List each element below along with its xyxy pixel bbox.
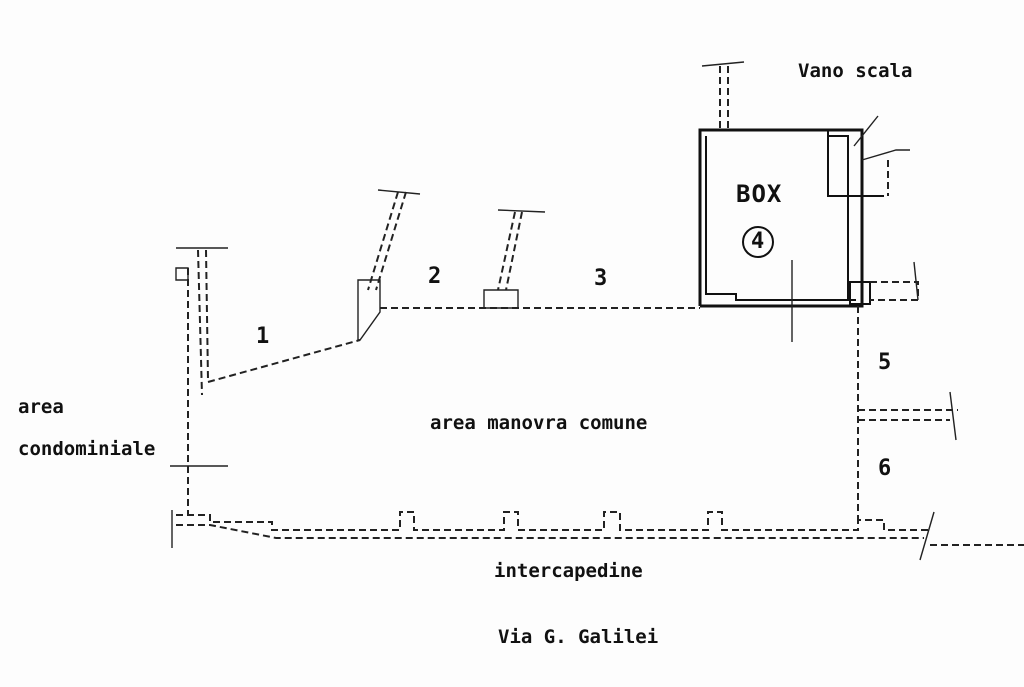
right-box-tick	[913, 261, 919, 301]
bottom-wall-outer	[176, 511, 930, 531]
wall-unit-1-2-top	[377, 189, 421, 195]
bottom-wall-cut	[919, 511, 935, 561]
label-area-condominiale-2: condominiale	[18, 438, 156, 460]
box-number: 4	[751, 229, 765, 254]
box-4-corner-post	[849, 281, 871, 305]
label-unit-1: 1	[256, 324, 270, 349]
label-area-manovra: area manovra comune	[430, 412, 648, 434]
wall-unit-1-vertical	[197, 249, 203, 396]
label-intercapedine: intercapedine	[494, 560, 643, 582]
box-4-walls	[698, 128, 864, 308]
stair-tick-1	[853, 115, 879, 147]
right-box-stub	[870, 281, 919, 301]
box-4-top-stub-cap	[701, 61, 745, 67]
label-unit-3: 3	[594, 266, 608, 291]
stair-tick-2	[861, 149, 910, 161]
label-street: Via G. Galilei	[498, 626, 659, 648]
wall-unit-2-3-top	[497, 209, 546, 213]
label-box: BOX	[736, 180, 783, 208]
wall-unit-1-2-pillar	[357, 279, 381, 341]
box-number-circle: 4	[742, 226, 774, 258]
box-4-inner	[705, 136, 856, 301]
label-unit-2: 2	[428, 264, 442, 289]
label-area-condominiale-1: area	[18, 396, 64, 418]
wall-unit-2-3-slanted	[497, 211, 516, 291]
divider-5-6-tick	[949, 391, 957, 441]
left-wall-cap	[175, 267, 189, 281]
wall-unit-1-2-slanted	[367, 191, 399, 291]
wall-unit-1-diagonal	[207, 339, 361, 383]
wall-unit-1-vertical-2	[205, 249, 209, 381]
label-unit-6: 6	[878, 456, 892, 481]
stair-walls	[827, 130, 884, 300]
wall-unit-2-3-slanted-b	[505, 211, 523, 291]
wall-unit-2-3-pillar	[483, 289, 519, 309]
label-unit-5: 5	[878, 350, 892, 375]
wall-unit-1-2-slanted-b	[375, 191, 407, 291]
bottom-wall-inner	[176, 524, 924, 539]
label-vano-scala: Vano scala	[798, 60, 913, 82]
